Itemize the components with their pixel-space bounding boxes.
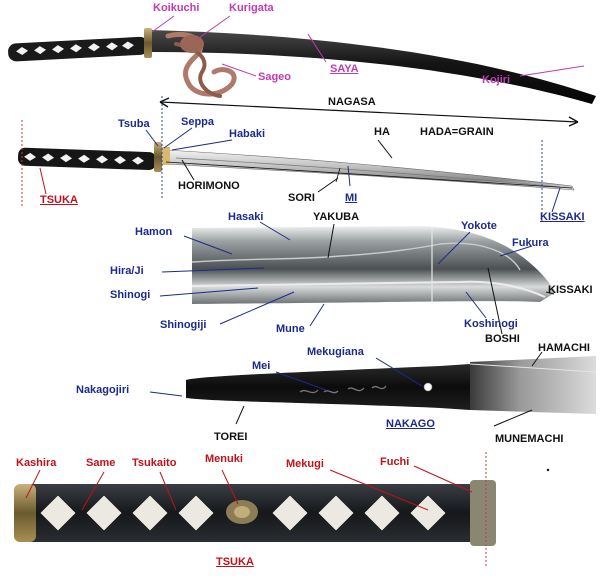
label-kojiri: Kojiri (482, 74, 511, 86)
label-boshi: BOSHI (485, 333, 520, 345)
label-saya: SAYA (330, 63, 359, 75)
label-kashira: Kashira (16, 457, 57, 469)
label-fuchi: Fuchi (380, 456, 410, 468)
label-hira-ji: Hira/Ji (110, 265, 144, 277)
label-hamachi: HAMACHI (538, 342, 590, 354)
label-hasaki: Hasaki (228, 211, 264, 223)
label-mekugi: Mekugi (286, 458, 324, 470)
label-habaki: Habaki (229, 128, 266, 140)
label-kurigata: Kurigata (229, 2, 274, 14)
label-ha: HA (374, 126, 390, 138)
label-horimono: HORIMONO (178, 180, 240, 192)
label-tsuba: Tsuba (118, 118, 150, 130)
saya-illustration (8, 28, 596, 104)
label-mekugiana: Mekugiana (307, 346, 364, 358)
label-tsuka-sword: TSUKA (40, 194, 78, 206)
label-fukura: Fukura (512, 237, 549, 249)
label-yakuba: YAKUBA (313, 211, 360, 223)
label-munemachi: MUNEMACHI (495, 433, 564, 445)
label-koikuchi: Koikuchi (153, 2, 200, 14)
katana-illustration (18, 96, 579, 222)
label-shinogi: Shinogi (110, 289, 151, 301)
label-same: Same (86, 457, 116, 469)
label-shinogiji: Shinogiji (160, 319, 207, 331)
handle-illustration (14, 452, 496, 568)
leader-lines (25, 15, 585, 511)
label-nakago: NAKAGO (386, 418, 435, 430)
label-kissaki-sword: KISSAKI (540, 211, 585, 223)
label-seppa: Seppa (181, 116, 215, 128)
label-menuki: Menuki (205, 453, 243, 465)
label-tsukaito: Tsukaito (132, 457, 177, 469)
label-kissaki-tip: KISSAKI (548, 284, 593, 296)
label-tsuka-handle: TSUKA (216, 556, 254, 568)
label-hamon: Hamon (135, 226, 173, 238)
label-hada: HADA=GRAIN (420, 126, 494, 138)
kissaki-illustration (191, 226, 556, 304)
label-sageo: Sageo (258, 71, 292, 83)
label-mune: Mune (276, 323, 305, 335)
nakago-illustration (186, 356, 597, 414)
label-koshinogi: Koshinogi (464, 318, 518, 330)
label-torei: TOREI (214, 431, 248, 443)
label-nakagojiri: Nakagojiri (76, 384, 130, 396)
label-mei: Mei (252, 360, 271, 372)
label-nagasa: NAGASA (328, 96, 376, 108)
label-yokote: Yokote (461, 220, 497, 232)
label-sori: SORI (288, 192, 315, 204)
label-mi: MI (345, 192, 358, 204)
